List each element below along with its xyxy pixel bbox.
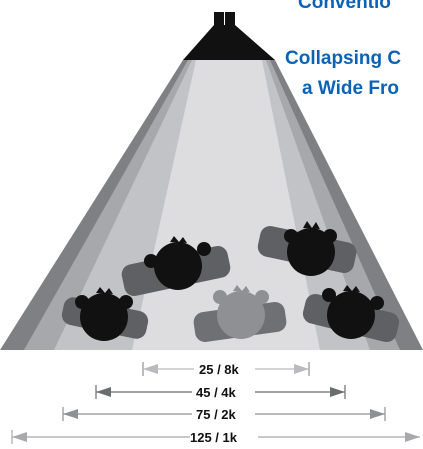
speaker-housing <box>183 12 275 60</box>
person-front-center-ear-left <box>213 290 227 304</box>
person-back-right-ear-left <box>284 229 298 243</box>
dimension-4-arrow-left <box>12 432 27 442</box>
speaker-neck-left <box>214 12 224 28</box>
person-back-left-hair <box>170 236 187 243</box>
dimension-3-arrow-left <box>63 409 78 419</box>
person-front-center-ear-right <box>255 290 269 304</box>
person-front-right-hair <box>343 285 360 292</box>
person-front-center-head <box>217 291 265 339</box>
person-front-right-ear-right <box>370 296 384 310</box>
person-back-left-head <box>154 242 202 290</box>
person-back-left-ear-right <box>197 242 211 256</box>
speaker-cone <box>183 25 275 60</box>
speaker-neck-right <box>225 12 235 28</box>
person-back-right-hair <box>303 221 320 229</box>
person-front-left-ear-right <box>119 295 133 309</box>
dimension-row-4: 125 / 1k <box>11 430 420 445</box>
dimension-row-2: 45 / 4k <box>95 385 346 400</box>
title-line-2: Collapsing C <box>285 48 401 69</box>
dimension-2-arrow-right <box>330 387 345 397</box>
person-front-left <box>61 287 149 341</box>
person-front-left-hair <box>96 287 113 294</box>
person-front-center-hair <box>233 285 250 292</box>
person-back-right <box>257 221 357 276</box>
dimension-row-3: 75 / 2k <box>62 407 386 422</box>
dimension-1-arrow-right <box>294 364 309 374</box>
person-back-right-ear-right <box>323 229 337 243</box>
dimension-label-125-1k: 125 / 1k <box>190 430 238 445</box>
dimension-row-1: 25 / 8k <box>142 362 310 377</box>
dimension-label-75-2k: 75 / 2k <box>196 407 237 422</box>
person-back-left-ear-left <box>144 254 158 268</box>
person-back-left <box>121 236 231 297</box>
person-back-right-head <box>287 228 335 276</box>
person-front-right <box>302 285 400 343</box>
dimension-1-arrow-left <box>143 364 158 374</box>
person-front-left-ear-left <box>75 295 89 309</box>
person-front-center <box>193 285 287 342</box>
dimension-4-arrow-right <box>405 432 420 442</box>
title-line-1: Conventio <box>298 0 391 13</box>
dimension-label-25-8k: 25 / 8k <box>199 362 240 377</box>
title-line-3: a Wide Fro <box>302 78 399 99</box>
dimension-label-45-4k: 45 / 4k <box>196 385 237 400</box>
person-front-left-head <box>80 293 128 341</box>
dimension-3-arrow-right <box>370 409 385 419</box>
person-front-right-ear-left <box>322 288 336 302</box>
dimension-2-arrow-left <box>96 387 111 397</box>
person-front-right-head <box>327 291 375 339</box>
